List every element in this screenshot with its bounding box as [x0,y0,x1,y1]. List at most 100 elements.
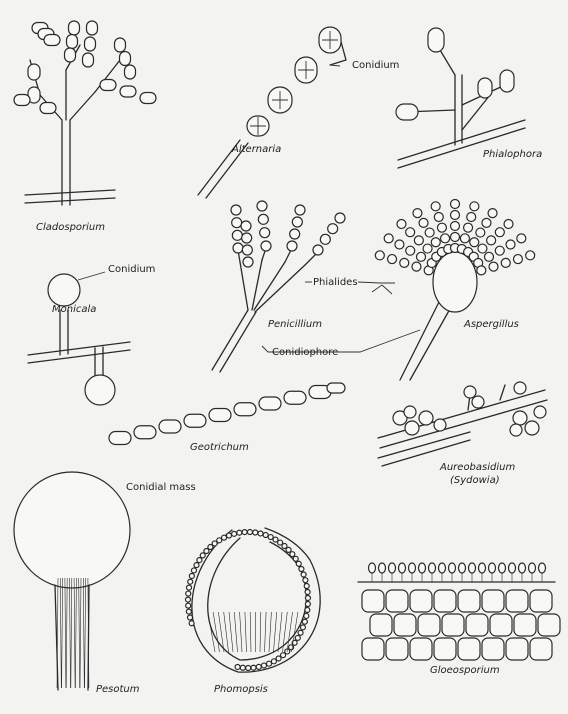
wall-cell [276,656,281,661]
geotrichum-drawing [109,383,345,445]
conidiophore-line [269,612,271,652]
conidium [295,205,305,215]
arthroconidium [234,403,256,416]
host-cell [538,614,560,636]
aspergillus-drawing [375,200,534,381]
conidium [513,255,522,264]
wall-cell [240,665,245,670]
wall-cell [299,567,304,572]
arthroconidium [209,409,231,422]
host-cell [394,614,416,636]
conidium [495,228,504,237]
conidium [400,258,409,267]
conidium [409,563,416,573]
conidium [469,563,476,573]
host-cell [506,590,528,612]
wall-cell [188,579,193,584]
wall-cell [186,603,191,608]
hypha-strand [70,578,71,688]
hypha-strand [80,578,81,688]
monicala-drawing [28,272,130,405]
conidium [517,234,526,243]
conidium [437,223,446,232]
conidium [375,251,384,260]
conidium [395,240,404,249]
wall-cell [278,540,283,545]
wall-cell [305,608,310,613]
conidium [539,563,546,573]
wall-cell [212,541,217,546]
wall-cell [301,572,306,577]
conidium [484,252,493,261]
conidium [470,202,479,211]
wall-cell [251,665,256,670]
wall-cell [242,530,247,535]
wall-cell [194,563,199,568]
conidium [406,228,415,237]
conidium [328,224,338,234]
host-cell [410,590,432,612]
wall-cell [293,556,298,561]
conidium [14,95,30,106]
conidium [67,35,78,49]
conidiophore-line [274,612,277,652]
wall-cell [226,533,231,538]
wall-cell [289,645,294,650]
conidium [501,258,510,267]
wall-cell [267,661,272,666]
callout-conidiophore: Conidiophore [272,347,338,358]
hypha-strand [79,578,80,688]
conidium [120,86,136,97]
wall-cell [246,665,251,670]
conidium [379,563,386,573]
host-cell [434,590,456,612]
conidium [449,563,456,573]
wall-cell [304,584,309,589]
conidium [384,234,393,243]
conidium [242,245,252,255]
label-sydowia: (Sydowia) [450,475,500,486]
conidium [40,103,56,114]
wall-cell [188,615,193,620]
host-cell [530,638,552,660]
wall-cell [268,535,273,540]
conidium [83,53,94,67]
conidium [489,262,498,271]
conidium [257,201,267,211]
host-cell [482,638,504,660]
pesotum-drawing [14,472,130,690]
conidium [419,563,426,573]
conidium [451,222,460,231]
conidium [451,211,460,220]
host-cell [458,638,480,660]
conidium [399,563,406,573]
host-cell [482,590,504,612]
wall-cell [295,635,300,640]
host-cell [418,614,440,636]
wall-cell [305,589,310,594]
wall-cell [286,547,291,552]
wall-cell [247,530,252,535]
callout-conidium-monicala: Conidium [108,264,155,275]
wall-cell [208,545,213,550]
conidiophore-line [278,612,282,652]
host-cell [386,638,408,660]
conidiophore-line [245,612,247,652]
conidium [258,214,268,224]
conidium [425,228,434,237]
conidium [441,234,450,243]
conidium [488,209,497,218]
host-cell [410,638,432,660]
label-phomopsis: Phomopsis [214,684,268,695]
arthroconidium [109,432,131,445]
conidium [232,230,242,240]
hypha-strand [75,578,76,688]
wall-cell [302,619,307,624]
hypha-strand [62,578,63,688]
conidium [87,21,98,35]
conidium [470,238,479,247]
hypha-strand [85,578,86,688]
label-monicala: Monicala [52,304,96,315]
wall-cell [282,544,287,549]
conidium [242,233,252,243]
